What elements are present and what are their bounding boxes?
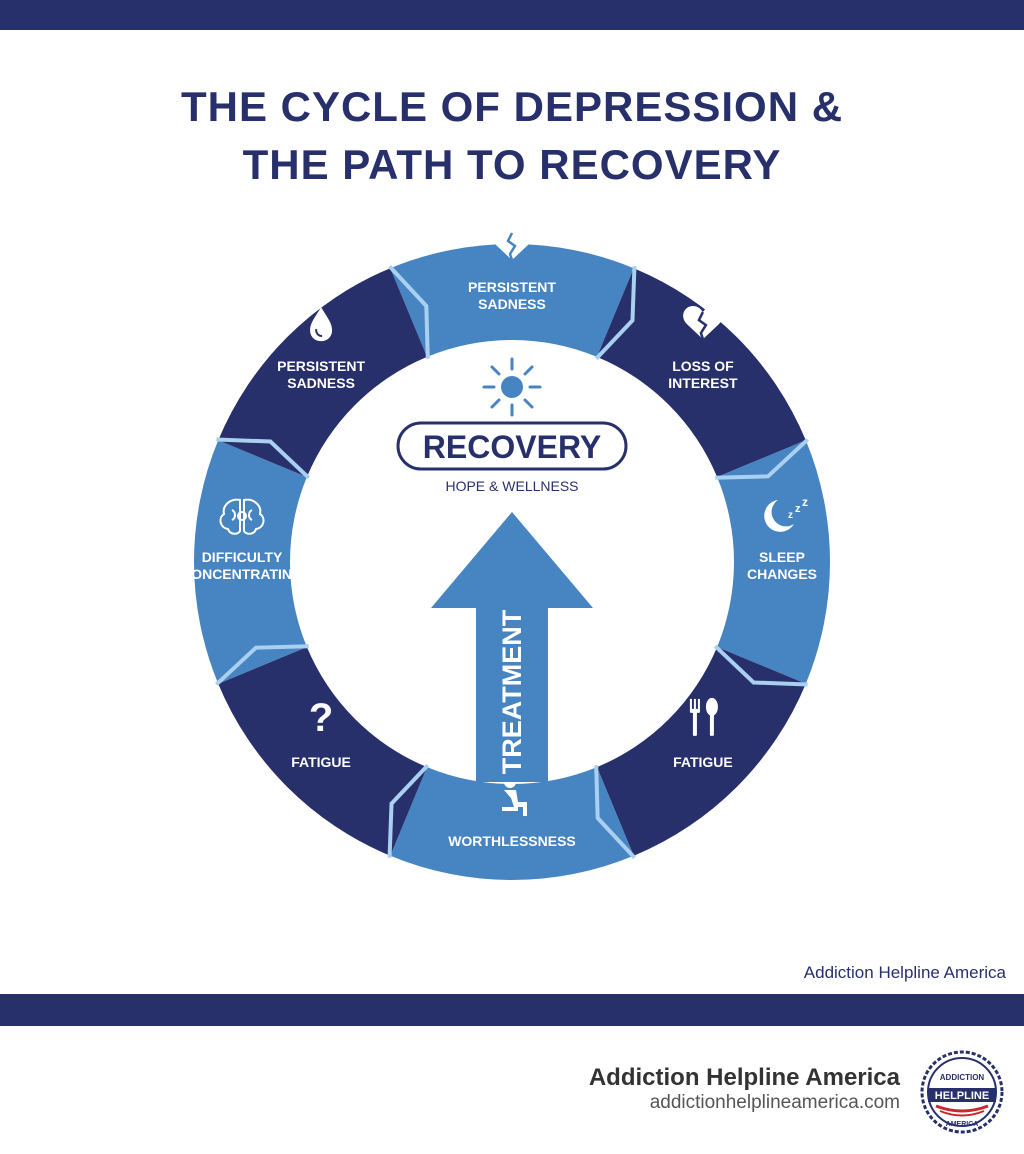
brand-caption: Addiction Helpline America — [803, 963, 1006, 982]
segment-label-line1: DIFFICULTY — [202, 549, 283, 565]
segment-label-4: FATIGUE — [673, 754, 733, 770]
segment-label-line1: PERSISTENT — [468, 279, 556, 295]
page-title: THE CYCLE OF DEPRESSION & THE PATH TO RE… — [0, 78, 1024, 194]
segment-label-5: WORTHLESSNESS — [448, 833, 576, 849]
cycle-segment-4 — [596, 646, 806, 856]
segment-label-line2: SADNESS — [478, 296, 546, 312]
cycle-segment-6 — [218, 646, 428, 856]
segment-divider-7 — [214, 644, 309, 686]
badge-bottom-text: AMERICA — [946, 1121, 979, 1128]
tear-drop-icon — [310, 307, 333, 342]
question-mark-icon: ? — [309, 696, 333, 740]
segment-label-line2: CHANGES — [747, 566, 817, 582]
moon-zzz-icon: z z z — [764, 495, 808, 532]
segment-label-line2: CONCENTRATING — [181, 566, 303, 582]
svg-text:z: z — [788, 510, 793, 521]
recovery-pill — [396, 421, 628, 471]
cycle-segment-5 — [390, 767, 634, 880]
cycle-segment-2 — [596, 268, 806, 478]
segment-label-line2: INTEREST — [668, 375, 738, 391]
segment-label-line1: PERSISTENT — [277, 358, 365, 374]
recovery-label: RECOVERY — [423, 429, 601, 465]
title-line-1: THE CYCLE OF DEPRESSION & — [180, 83, 844, 130]
segment-divider-6 — [387, 763, 430, 858]
segment-label-line1: WORTHLESSNESS — [448, 833, 576, 849]
title-line-2: THE PATH TO RECOVERY — [242, 141, 782, 188]
cycle-segment-8 — [218, 268, 428, 478]
cycle-segment-3 — [717, 440, 830, 684]
cycle-segment-1 — [390, 244, 634, 357]
segment-divider-3 — [715, 438, 810, 480]
segment-dividers — [214, 264, 810, 860]
sun-icon — [482, 357, 542, 417]
segment-icons: z z z ? — [219, 226, 808, 816]
broken-heart-icon — [683, 306, 723, 340]
footer-band — [0, 994, 1024, 1026]
footer-website-link[interactable]: addictionhelplineamerica.com — [649, 1092, 900, 1113]
cycle-segments — [193, 244, 830, 880]
segment-label-line1: FATIGUE — [673, 754, 733, 770]
treatment-label: TREATMENT — [497, 609, 527, 774]
segment-divider-1 — [388, 264, 430, 359]
treatment-arrow — [431, 512, 593, 782]
recovery-subtitle: HOPE & WELLNESS — [445, 478, 578, 494]
badge-middle-text: HELPLINE — [935, 1090, 989, 1102]
svg-text:?: ? — [309, 696, 333, 740]
segment-label-line1: FATIGUE — [291, 754, 351, 770]
svg-text:z: z — [795, 503, 801, 515]
segment-label-line1: SLEEP — [759, 549, 805, 565]
segment-label-line1: LOSS OF — [672, 358, 734, 374]
segment-divider-4 — [713, 644, 808, 687]
footer-brand-name: Addiction Helpline America — [588, 1064, 900, 1091]
segment-divider-8 — [216, 437, 311, 480]
depression-cycle-diagram: z z z ? — [181, 226, 830, 880]
segment-label-line2: SADNESS — [287, 375, 355, 391]
svg-text:z: z — [802, 495, 808, 509]
fork-spoon-icon — [689, 697, 718, 736]
badge-top-text: ADDICTION — [940, 1073, 985, 1082]
segment-divider-2 — [594, 266, 637, 361]
broken-heart-icon — [492, 226, 532, 261]
cycle-segment-7 — [193, 440, 307, 684]
helpline-badge-logo: ADDICTION HELPLINE AMERICA — [920, 1050, 1004, 1134]
brain-icon — [219, 498, 265, 535]
segment-divider-5 — [594, 765, 636, 860]
segment-label-6: FATIGUE — [291, 754, 351, 770]
top-banner-bar — [0, 0, 1024, 30]
